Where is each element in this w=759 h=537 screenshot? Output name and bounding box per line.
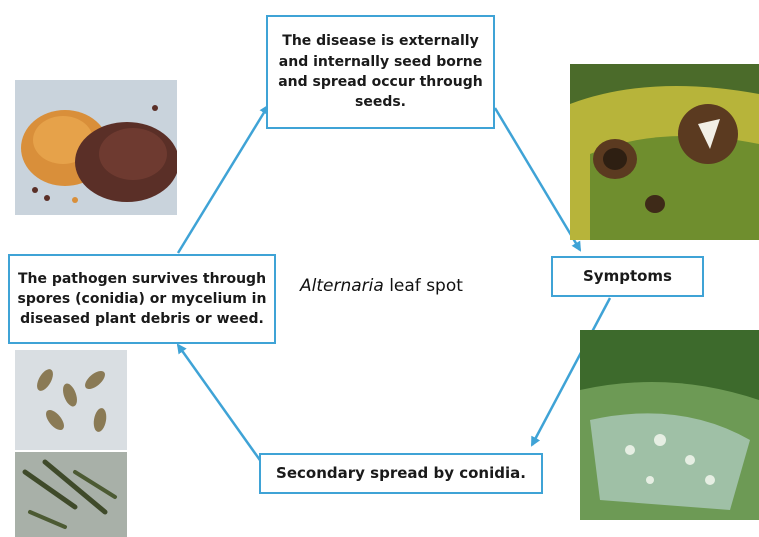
seed-borne-text: The disease is externally and internally…: [276, 31, 485, 112]
seed-borne-box: The disease is externally and internally…: [266, 15, 495, 129]
secondary-spread-box: Secondary spread by conidia.: [259, 453, 543, 494]
pathogen-survives-text: The pathogen survives through spores (co…: [16, 269, 268, 330]
arrow-seed-to-symptoms: [495, 108, 580, 250]
mycelium-micrograph-photo: [15, 452, 127, 537]
symptoms-box: Symptoms: [551, 256, 704, 297]
arrow-secondary-to-survives: [178, 345, 262, 463]
leaf-field-photo: [580, 330, 759, 520]
conidia-micrograph-photo: [15, 350, 127, 450]
center-title-italic: Alternaria: [300, 276, 384, 296]
center-title-rest: leaf spot: [384, 276, 463, 296]
center-title: Alternaria leaf spot: [300, 276, 500, 296]
seeds-photo: [15, 80, 177, 215]
secondary-spread-text: Secondary spread by conidia.: [276, 463, 526, 485]
arrow-survives-to-seed: [178, 106, 268, 253]
leaf-spot-photo: [570, 64, 759, 240]
symptoms-text: Symptoms: [583, 266, 672, 288]
pathogen-survives-box: The pathogen survives through spores (co…: [8, 254, 276, 344]
